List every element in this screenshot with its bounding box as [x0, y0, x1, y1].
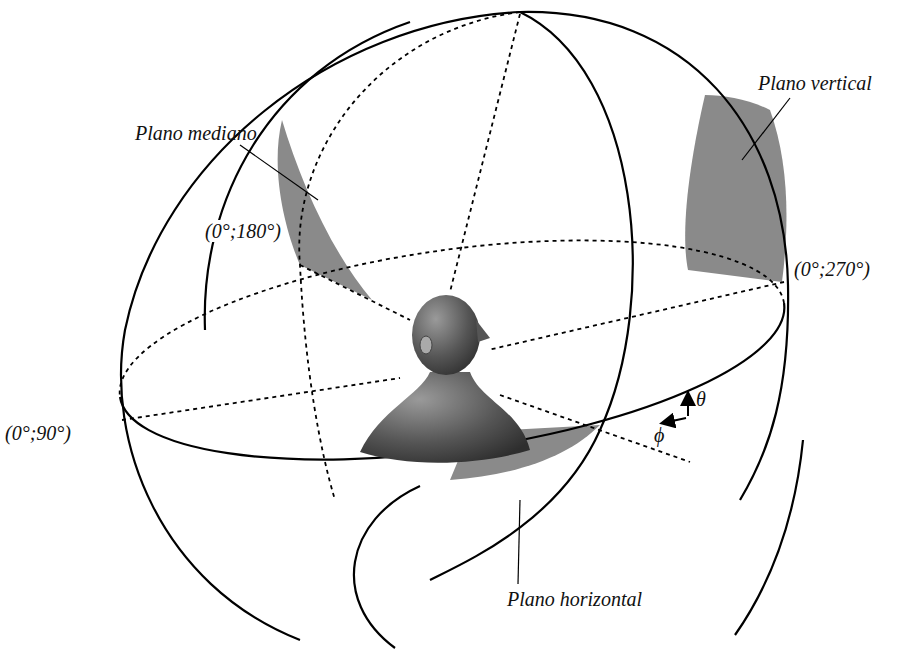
- angle-symbol: ϕ: [652, 424, 666, 446]
- axis-line: [122, 378, 400, 420]
- head: [412, 295, 480, 375]
- sphere-outline: [121, 12, 788, 640]
- leader-line: [742, 98, 790, 160]
- meridian: [354, 486, 420, 648]
- coordinate-label: (0°;270°): [792, 258, 872, 280]
- sphere-outline: [735, 440, 803, 635]
- head-ear: [420, 336, 432, 354]
- horizontal-circle-back: [120, 240, 784, 397]
- angle-symbol: θ: [694, 388, 708, 410]
- meridian: [430, 12, 633, 580]
- coordinate-label: (0°;180°): [203, 220, 283, 242]
- plane-label: Plano mediano: [133, 122, 259, 144]
- plane-label: Plano horizontal: [505, 588, 644, 610]
- theta-arrow: [687, 394, 689, 416]
- axis-line: [488, 282, 784, 350]
- head-bust: [360, 372, 530, 463]
- axis-line: [450, 14, 520, 292]
- leader-line: [518, 500, 520, 584]
- coordinate-label: (0°;90°): [3, 422, 73, 444]
- axis-line: [300, 265, 410, 320]
- axis-line: [500, 395, 690, 462]
- phi-arrow: [663, 418, 686, 423]
- head-nose: [476, 320, 490, 342]
- leader-line: [240, 145, 318, 200]
- plane-label: Plano vertical: [756, 72, 874, 94]
- meridian: [205, 22, 410, 330]
